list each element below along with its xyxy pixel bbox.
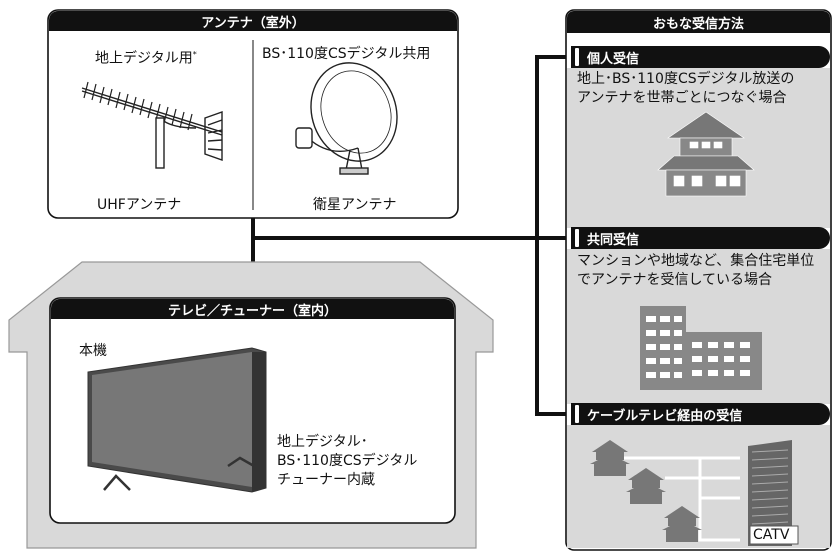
terrestrial-title-text: 地上デジタル用 <box>95 50 193 67</box>
method-cable-label: ケーブルテレビ経由の受信 <box>571 403 830 425</box>
tv-icon <box>87 347 267 493</box>
satellite-dish-icon <box>295 62 398 175</box>
satellite-caption: 衛星アンテナ <box>313 197 397 213</box>
catv-house-icon <box>590 440 630 476</box>
footnote-mark: * <box>192 50 197 59</box>
antenna-header: アンテナ（室外） <box>49 11 457 31</box>
method-community-desc-2: でアンテナを受信している場合 <box>577 272 773 288</box>
method-individual-desc-2: アンテナを世帯ごとにつなぐ場合 <box>577 90 787 106</box>
method-individual-desc-1: 地上･BS･110度CSデジタル放送の <box>577 71 795 87</box>
method-community-desc-1: マンションや地域など、集合住宅単位 <box>577 253 815 269</box>
connector-to-right-panel <box>535 55 580 416</box>
tuner-desc-line2: BS･110度CSデジタル <box>277 453 418 469</box>
apartment-building-icon <box>640 306 762 390</box>
method-community-label: 共同受信 <box>571 227 830 249</box>
reception-header: おもな受信方法 <box>567 11 830 33</box>
tv-body-label: 本機 <box>79 343 107 359</box>
catv-network-lines <box>622 456 740 542</box>
catv-house-icon <box>662 506 702 542</box>
uhf-antenna-icon <box>81 81 223 169</box>
individual-house-icon <box>657 111 755 197</box>
tuner-desc-line3: チューナー内蔵 <box>277 472 375 488</box>
catv-label: CATV <box>753 527 790 543</box>
tv-header: テレビ／チューナー（室内） <box>51 299 454 319</box>
terrestrial-title: 地上デジタル用* <box>95 45 197 69</box>
catv-house-icon <box>626 468 666 504</box>
satellite-title: BS･110度CSデジタル共用 <box>262 46 431 62</box>
uhf-caption: UHFアンテナ <box>97 197 182 213</box>
method-individual-label: 個人受信 <box>571 46 830 68</box>
tuner-desc-line1: 地上デジタル･ <box>277 434 368 450</box>
catv-building-icon <box>748 440 799 546</box>
